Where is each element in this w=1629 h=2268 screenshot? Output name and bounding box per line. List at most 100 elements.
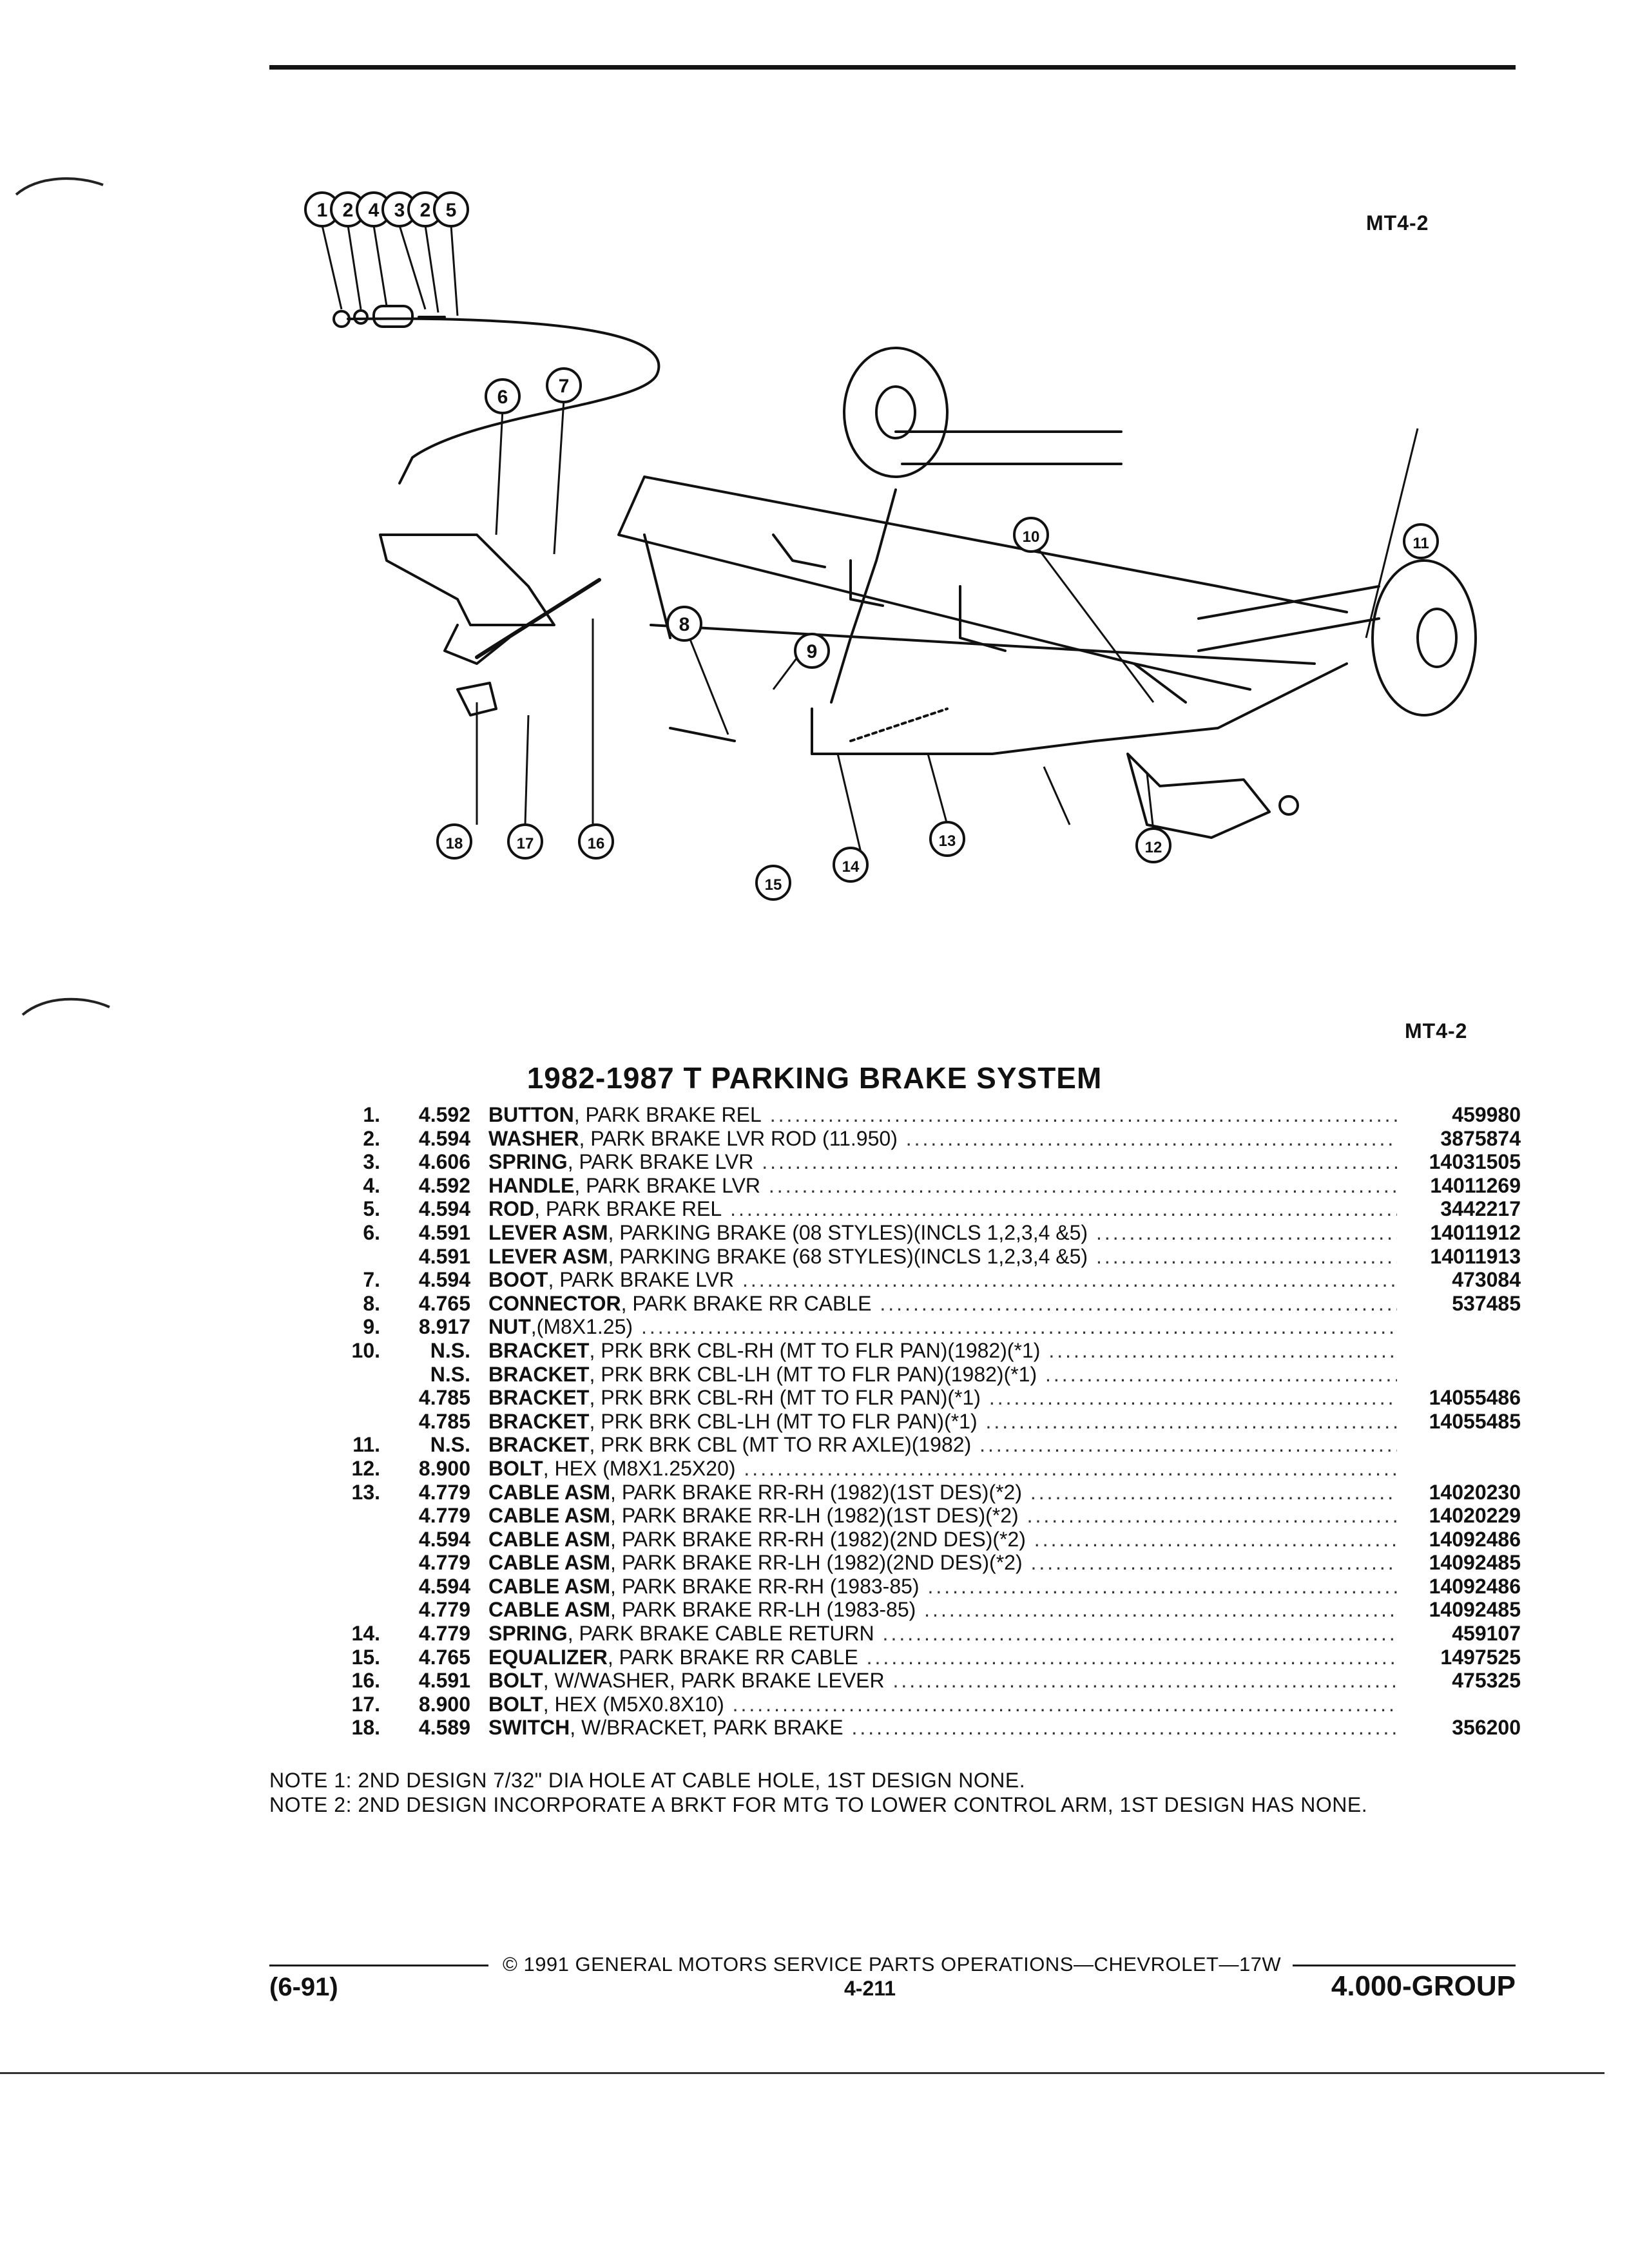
release-rod xyxy=(347,317,660,485)
item-number: 1. xyxy=(363,1103,380,1126)
part-description: CABLE ASM, PARK BRAKE RR-LH (1982)(1ST D… xyxy=(488,1504,1397,1528)
part-name: SPRING xyxy=(488,1622,568,1646)
group-code: 4.594 xyxy=(418,1268,470,1292)
frame-crossmember xyxy=(617,476,1348,691)
svg-text:9: 9 xyxy=(807,641,818,662)
part-detail: , PARK BRAKE RR-RH (1982)(2ND DES)(*2) xyxy=(610,1527,1026,1551)
part-name: CABLE ASM xyxy=(488,1480,611,1504)
item-number: 6. xyxy=(363,1220,380,1244)
part-name: BRACKET xyxy=(488,1433,590,1457)
part-number: 14031505 xyxy=(1429,1150,1521,1174)
part-detail: , PRK BRK CBL (MT TO RR AXLE)(1982) xyxy=(589,1433,972,1457)
part-detail: , PARK BRAKE LVR xyxy=(567,1150,754,1174)
leader-dots: ........................................… xyxy=(1034,1527,1397,1551)
group-code: 4.589 xyxy=(418,1716,470,1740)
callout-10-icon: 10 xyxy=(1013,517,1049,553)
part-detail: , PRK BRK CBL-RH (MT TO FLR PAN)(*1) xyxy=(589,1386,981,1410)
rear-drum-left xyxy=(843,347,949,478)
figure-code-bottom: MT4-2 xyxy=(1405,1019,1468,1043)
part-detail: , PARK BRAKE RR-RH (1983-85) xyxy=(610,1574,920,1598)
part-number: 14092486 xyxy=(1429,1527,1521,1551)
part-description: BRACKET, PRK BRK CBL (MT TO RR AXLE)(198… xyxy=(488,1433,1397,1457)
part-name: CABLE ASM xyxy=(488,1504,611,1528)
part-number: 475325 xyxy=(1452,1669,1521,1693)
part-number: 14092486 xyxy=(1429,1574,1521,1598)
leader-dots: ........................................… xyxy=(985,1409,1397,1433)
part-name: BOOT xyxy=(488,1268,548,1292)
part-detail: , PARKING BRAKE (08 STYLES)(INCLS 1,2,3,… xyxy=(608,1220,1088,1244)
revision-date: (6-91) xyxy=(269,1973,338,2001)
svg-text:15: 15 xyxy=(765,876,782,894)
return-spring xyxy=(849,707,949,742)
part-detail: , HEX (M8X1.25X20) xyxy=(543,1456,736,1480)
part-description: BRACKET, PRK BRK CBL-LH (MT TO FLR PAN)(… xyxy=(488,1363,1397,1387)
part-description: EQUALIZER, PARK BRAKE RR CABLE .........… xyxy=(488,1646,1397,1669)
leader-dots: ........................................… xyxy=(866,1645,1397,1669)
callout-13-icon: 13 xyxy=(929,821,965,857)
leader-dots: ........................................… xyxy=(744,1456,1397,1480)
note-2: NOTE 2: 2ND DESIGN INCORPORATE A BRKT FO… xyxy=(269,1793,1368,1816)
svg-text:11: 11 xyxy=(1412,535,1429,552)
part-number: 14011912 xyxy=(1430,1220,1521,1244)
part-description: BOOT, PARK BRAKE LVR ...................… xyxy=(488,1268,1397,1292)
svg-text:14: 14 xyxy=(842,858,860,876)
top-rule xyxy=(269,65,1516,70)
leader-dots: ........................................… xyxy=(641,1315,1397,1339)
item-number: 15. xyxy=(351,1645,380,1669)
part-number: 14011913 xyxy=(1430,1244,1521,1268)
part-detail: , PARK BRAKE REL xyxy=(574,1103,762,1126)
front-cable xyxy=(830,488,897,704)
svg-text:6: 6 xyxy=(497,387,508,408)
svg-text:5: 5 xyxy=(446,200,457,221)
item-number: 10. xyxy=(351,1338,380,1362)
part-description: BOLT, HEX (M8X1.25X20) .................… xyxy=(488,1457,1397,1481)
footer-rule-right xyxy=(1293,1965,1516,1966)
cable-bracket xyxy=(1126,753,1271,839)
figure-code-top: MT4-2 xyxy=(1366,211,1429,235)
group-code: 8.900 xyxy=(418,1692,470,1716)
leader-dots: ........................................… xyxy=(851,1716,1397,1740)
binder-mark-top-icon xyxy=(15,177,104,196)
leader-dots: ........................................… xyxy=(1045,1362,1397,1386)
part-number: 473084 xyxy=(1452,1268,1521,1292)
part-detail: , PARK BRAKE LVR ROD (11.950) xyxy=(579,1126,898,1150)
rear-drum-right xyxy=(1371,559,1477,716)
callout-7-icon: 7 xyxy=(546,367,582,403)
group-code: 4.591 xyxy=(418,1669,470,1693)
group-code: 4.591 xyxy=(418,1220,470,1244)
part-description: WASHER, PARK BRAKE LVR ROD (11.950) ....… xyxy=(488,1127,1397,1151)
group-code: 4.779 xyxy=(418,1551,470,1575)
part-detail: , PARK BRAKE LVR xyxy=(548,1268,735,1292)
part-description: BUTTON, PARK BRAKE REL .................… xyxy=(488,1103,1397,1127)
part-number: 356200 xyxy=(1452,1716,1521,1740)
group-number: 4.000-GROUP xyxy=(1331,1970,1516,2002)
group-code: 4.779 xyxy=(418,1598,470,1622)
part-description: BOLT, W/WASHER, PARK BRAKE LEVER .......… xyxy=(488,1669,1397,1693)
part-name: WASHER xyxy=(488,1126,579,1150)
part-detail: , PARKING BRAKE (68 STYLES)(INCLS 1,2,3,… xyxy=(608,1244,1088,1268)
group-code: 4.594 xyxy=(418,1197,470,1221)
leader-dots: ........................................… xyxy=(1030,1480,1397,1504)
svg-text:2: 2 xyxy=(420,200,431,221)
callout-11-icon: 11 xyxy=(1403,523,1439,559)
group-code: 4.592 xyxy=(418,1103,470,1126)
part-name: CABLE ASM xyxy=(488,1527,611,1551)
item-number: 13. xyxy=(351,1480,380,1504)
item-number: 7. xyxy=(363,1268,380,1292)
callout-18-icon: 18 xyxy=(436,823,472,860)
page-number: 4-211 xyxy=(844,1977,896,2000)
part-description: BRACKET, PRK BRK CBL-LH (MT TO FLR PAN)(… xyxy=(488,1410,1397,1434)
part-detail: , PARK BRAKE CABLE RETURN xyxy=(567,1622,874,1646)
leader-dots: ........................................… xyxy=(769,1103,1397,1126)
rear-cable xyxy=(811,662,1348,755)
parts-row: N.S.BRACKET, PRK BRK CBL-LH (MT TO FLR P… xyxy=(309,1363,1521,1387)
item-number: 14. xyxy=(351,1622,380,1646)
